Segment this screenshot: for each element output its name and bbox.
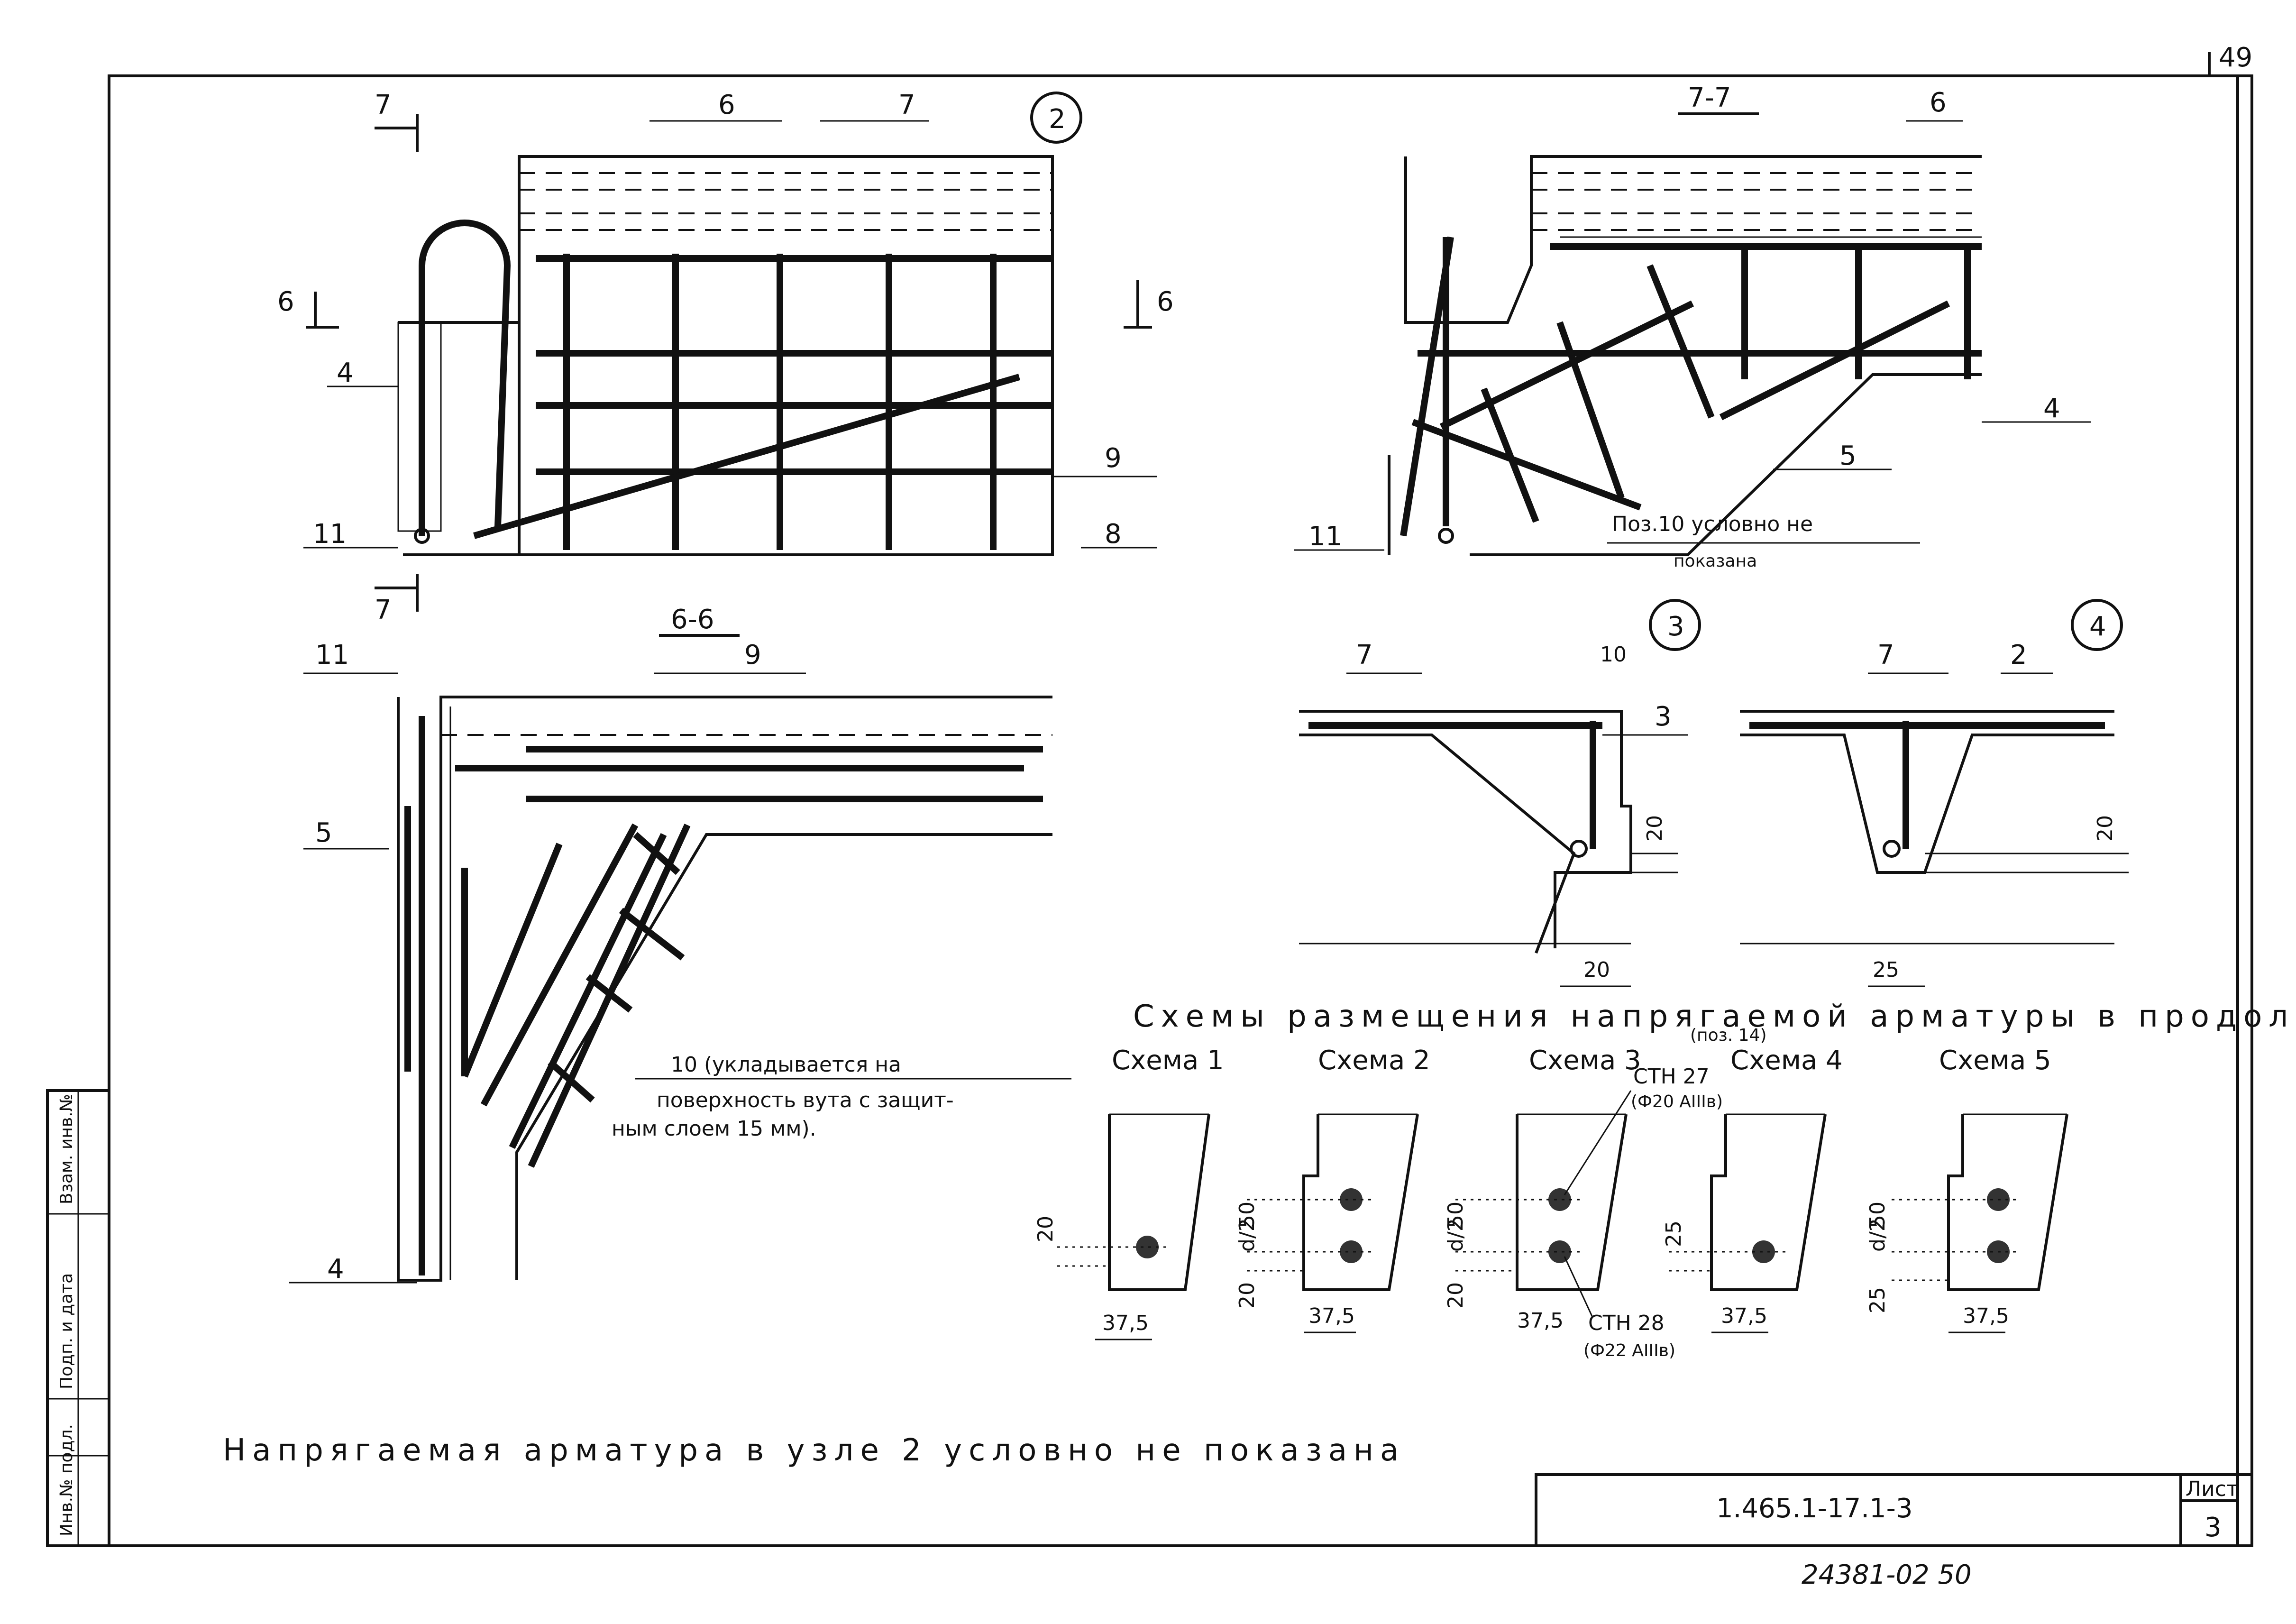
section-6-6-title: 6-6 <box>671 604 714 635</box>
cut-6-left: 6 <box>277 286 294 317</box>
cut-7-top: 7 <box>375 90 392 120</box>
scheme-3-label: Схема 3 <box>1529 1045 1641 1076</box>
svg-text:20: 20 <box>1034 1216 1058 1242</box>
section-6-6-note-line2: поверхность вута с защит- <box>657 1088 954 1112</box>
cut-7-bottom: 7 <box>375 595 392 625</box>
svg-text:7: 7 <box>1356 640 1373 670</box>
node-3-view: 3 7 3 10 20 20 <box>1299 599 1701 987</box>
svg-text:d/2: d/2 <box>1444 1218 1468 1252</box>
schemes-title: Схемы размещения напрягаемой арматуры в … <box>1133 999 2296 1034</box>
title-block: 1.465.1-17.1-3 Лист 3 <box>1535 1473 2253 1547</box>
pos-6-label: 6 <box>718 90 735 120</box>
node-2-view: 2 6 7 4 11 9 8 7 <box>277 90 1174 625</box>
svg-text:3: 3 <box>1655 701 1672 732</box>
svg-text:37,5: 37,5 <box>1517 1309 1564 1333</box>
svg-text:11: 11 <box>315 640 349 670</box>
svg-text:8: 8 <box>1105 519 1122 550</box>
svg-text:20: 20 <box>1444 1282 1468 1309</box>
sheet-frame <box>108 74 2253 1547</box>
sheet-label: Лист <box>2186 1477 2239 1501</box>
section-6-6-note-line3: ным слоем 15 мм). <box>612 1117 816 1141</box>
svg-text:d/2: d/2 <box>1235 1218 1259 1252</box>
scheme-4-label: Схема 4 <box>1730 1045 1843 1076</box>
scheme-3-top-label: СТН 27 <box>1633 1064 1710 1089</box>
svg-text:37,5: 37,5 <box>1102 1311 1149 1335</box>
cut-6-right: 6 <box>1157 286 1174 317</box>
footnote: Напрягаемая арматура в узле 2 условно не… <box>223 1433 1405 1468</box>
page-number: 49 <box>2219 42 2252 73</box>
svg-text:9: 9 <box>744 640 761 670</box>
node-3-dim-side: 20 <box>1643 815 1667 842</box>
stamp-inv-podl: Инв.№ подл. <box>57 1424 76 1536</box>
svg-text:37,5: 37,5 <box>1308 1304 1355 1328</box>
scheme-1-label: Схема 1 <box>1112 1045 1224 1076</box>
node-2-circle <box>1030 92 1082 144</box>
svg-text:6: 6 <box>1930 87 1947 118</box>
node-4-dim-side: 20 <box>2093 815 2117 842</box>
svg-text:37,5: 37,5 <box>1721 1304 1767 1328</box>
svg-text:20: 20 <box>1235 1282 1259 1309</box>
svg-text:4: 4 <box>2043 393 2060 424</box>
side-stamp: Взам. инв.№ Подп. и дата Инв.№ подл. <box>46 1089 110 1547</box>
node-4-circle <box>2071 599 2123 651</box>
node-2-number: 2 <box>1049 104 1066 135</box>
svg-text:11: 11 <box>1308 521 1342 552</box>
svg-text:4: 4 <box>2089 611 2106 642</box>
svg-text:9: 9 <box>1105 443 1122 474</box>
scheme-5-label: Схема 5 <box>1939 1045 2051 1076</box>
svg-text:25: 25 <box>1662 1220 1686 1247</box>
svg-text:25: 25 <box>1866 1287 1890 1313</box>
svg-text:4: 4 <box>337 358 354 388</box>
node-3-dim-top: 10 <box>1600 642 1627 667</box>
svg-text:4: 4 <box>327 1254 344 1285</box>
scheme-3-bottom-label: СТН 28 <box>1588 1311 1665 1335</box>
scheme-3-top-sub: (Ф20 АIIIв) <box>1631 1092 1723 1111</box>
section-7-7-note-line2: показана <box>1674 551 1757 571</box>
scheme-2-label: Схема 2 <box>1318 1045 1430 1076</box>
node-3-circle <box>1649 599 1701 651</box>
node-4-view: 4 7 2 20 25 <box>1740 599 2129 987</box>
sheet-number: 3 <box>2205 1512 2222 1543</box>
svg-text:2: 2 <box>2010 640 2027 670</box>
section-7-7-view: 7-7 6 4 5 11 Поз.10 условно не пок <box>1294 83 2091 571</box>
stamp-podp-data: Подп. и дата <box>57 1273 76 1389</box>
node-4-dim-bottom: 25 <box>1873 958 1899 982</box>
svg-text:50: 50 <box>1235 1202 1259 1228</box>
section-6-6-note-line1: 10 (укладывается на <box>671 1053 901 1077</box>
section-6-6-view: 6-6 11 9 5 4 10 (укладывается на поверхн… <box>289 604 1071 1285</box>
svg-text:50: 50 <box>1866 1202 1890 1228</box>
schemes-block: Схемы размещения напрягаемой арматуры в … <box>1034 999 2296 1360</box>
pos-7-label: 7 <box>898 90 915 120</box>
schemes-title-note: (поз. 14) <box>1690 1026 1767 1045</box>
svg-text:11: 11 <box>313 519 347 550</box>
stamp-vzam-inv: Взам. инв.№ <box>57 1094 76 1204</box>
svg-text:7: 7 <box>1877 640 1894 670</box>
sheet-code: 1.465.1-17.1-3 <box>1716 1493 1912 1524</box>
inventory-number: 24381-02 50 <box>1802 1560 1972 1590</box>
svg-text:5: 5 <box>315 817 332 848</box>
scheme-3-bottom-sub: (Ф22 АIIIв) <box>1583 1341 1675 1360</box>
section-7-7-note-line1: Поз.10 условно не <box>1612 512 1813 536</box>
svg-text:3: 3 <box>1667 611 1684 642</box>
svg-text:50: 50 <box>1444 1202 1468 1228</box>
svg-text:37,5: 37,5 <box>1963 1304 2009 1328</box>
svg-text:5: 5 <box>1839 440 1857 471</box>
svg-text:d/2: d/2 <box>1866 1218 1890 1252</box>
node-3-dim-bottom: 20 <box>1583 958 1610 982</box>
section-7-7-title: 7-7 <box>1688 83 1731 113</box>
